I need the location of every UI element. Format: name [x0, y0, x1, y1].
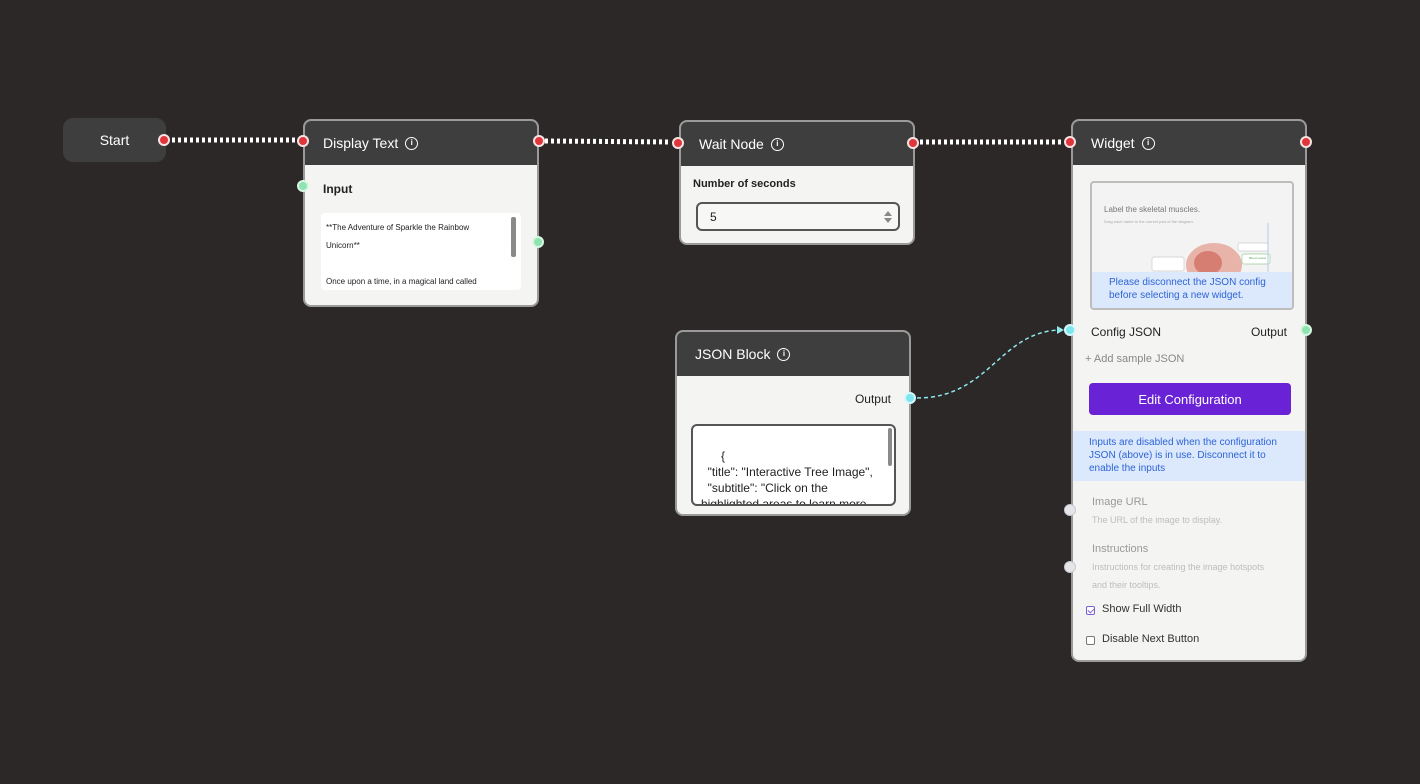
wait-node[interactable]: Wait Node i Number of seconds 5 [679, 120, 915, 245]
wait-output-port[interactable] [907, 137, 919, 149]
input-label: Input [323, 182, 353, 196]
seconds-label: Number of seconds [693, 178, 796, 190]
display-text-node[interactable]: Display Text i Input **The Adventure of … [303, 119, 539, 307]
config-json-label: Config JSON [1091, 325, 1162, 339]
display-text-textarea[interactable]: **The Adventure of Sparkle the Rainbow U… [321, 213, 521, 290]
display-text-input-port[interactable] [297, 135, 309, 147]
start-output-port[interactable] [158, 134, 170, 146]
edge-json-to-widget-config [916, 329, 1063, 399]
start-label: Start [99, 132, 130, 148]
stepper-icon[interactable] [884, 211, 892, 223]
start-node[interactable]: Start [63, 118, 166, 162]
json-block-title: JSON Block [695, 346, 771, 362]
image-url-port[interactable] [1064, 504, 1076, 516]
wait-node-title: Wait Node [699, 136, 764, 152]
disable-next-button-checkbox[interactable] [1086, 636, 1095, 645]
text-line: Once upon a time, in a magical land call… [326, 277, 477, 286]
widget-output-data-port[interactable] [1300, 324, 1312, 336]
wait-node-header[interactable]: Wait Node i [681, 122, 913, 166]
info-icon[interactable]: i [405, 136, 419, 150]
image-url-help: The URL of the image to display. [1092, 515, 1223, 525]
wait-input-port[interactable] [672, 137, 684, 149]
instructions-port[interactable] [1064, 561, 1076, 573]
seconds-input[interactable]: 5 [696, 202, 900, 231]
inputs-disabled-notice: Inputs are disabled when the configurati… [1073, 431, 1305, 481]
preview-subtitle: Drag each name to the correct part of th… [1104, 219, 1194, 224]
instructions-label: Instructions [1092, 543, 1149, 555]
display-text-input-data-port[interactable] [297, 180, 309, 192]
json-scrollbar[interactable] [888, 428, 892, 466]
show-full-width-checkbox[interactable] [1086, 606, 1095, 615]
preview-message: Please disconnect the JSON config before… [1092, 272, 1292, 308]
text-line: **The Adventure of Sparkle the Rainbow [326, 223, 470, 232]
edge-display-to-wait [544, 138, 672, 145]
preview-title: Label the skeletal muscles. [1104, 205, 1201, 214]
instructions-help-2: and their tooltips. [1092, 580, 1161, 590]
edge-arrowhead [1057, 326, 1064, 334]
info-icon[interactable]: i [777, 347, 791, 361]
widget-output-port[interactable] [1300, 136, 1312, 148]
json-output-port[interactable] [904, 392, 916, 404]
json-content: { "title": "Interactive Tree Image", "su… [701, 449, 873, 506]
widget-title: Widget [1091, 135, 1135, 151]
add-sample-json-link[interactable]: + Add sample JSON [1085, 353, 1185, 365]
display-text-output-port[interactable] [533, 135, 545, 147]
widget-config-json-port[interactable] [1064, 324, 1076, 336]
info-icon[interactable]: i [1141, 136, 1155, 150]
preview-diagram [1151, 223, 1271, 273]
widget-header[interactable]: Widget i [1073, 121, 1305, 165]
disable-next-button-label[interactable]: Disable Next Button [1102, 633, 1200, 645]
display-text-output-data-port[interactable] [532, 236, 544, 248]
image-url-label: Image URL [1092, 496, 1148, 508]
display-text-title: Display Text [323, 135, 399, 151]
info-icon[interactable]: i [770, 137, 784, 151]
widget-output-label: Output [1250, 325, 1287, 339]
display-text-header[interactable]: Display Text i [305, 121, 537, 165]
widget-input-port[interactable] [1064, 136, 1076, 148]
textarea-scrollbar[interactable] [511, 217, 516, 257]
widget-node[interactable]: Widget i Label the skeletal muscles. Dra… [1071, 119, 1307, 662]
instructions-help-1: Instructions for creating the image hots… [1092, 562, 1265, 572]
widget-preview[interactable]: Label the skeletal muscles. Drag each na… [1090, 181, 1294, 310]
json-block-node[interactable]: JSON Block i Output { "title": "Interact… [675, 330, 911, 516]
preview-chip: Blood vessel [1249, 256, 1267, 260]
json-textarea[interactable]: { "title": "Interactive Tree Image", "su… [691, 424, 896, 506]
text-line: Unicorn** [326, 241, 360, 250]
edit-configuration-button[interactable]: Edit Configuration [1089, 383, 1291, 415]
seconds-value: 5 [710, 209, 717, 224]
text-line [326, 255, 477, 273]
json-block-header[interactable]: JSON Block i [677, 332, 909, 376]
show-full-width-label[interactable]: Show Full Width [1102, 603, 1182, 615]
json-output-label: Output [854, 392, 891, 406]
